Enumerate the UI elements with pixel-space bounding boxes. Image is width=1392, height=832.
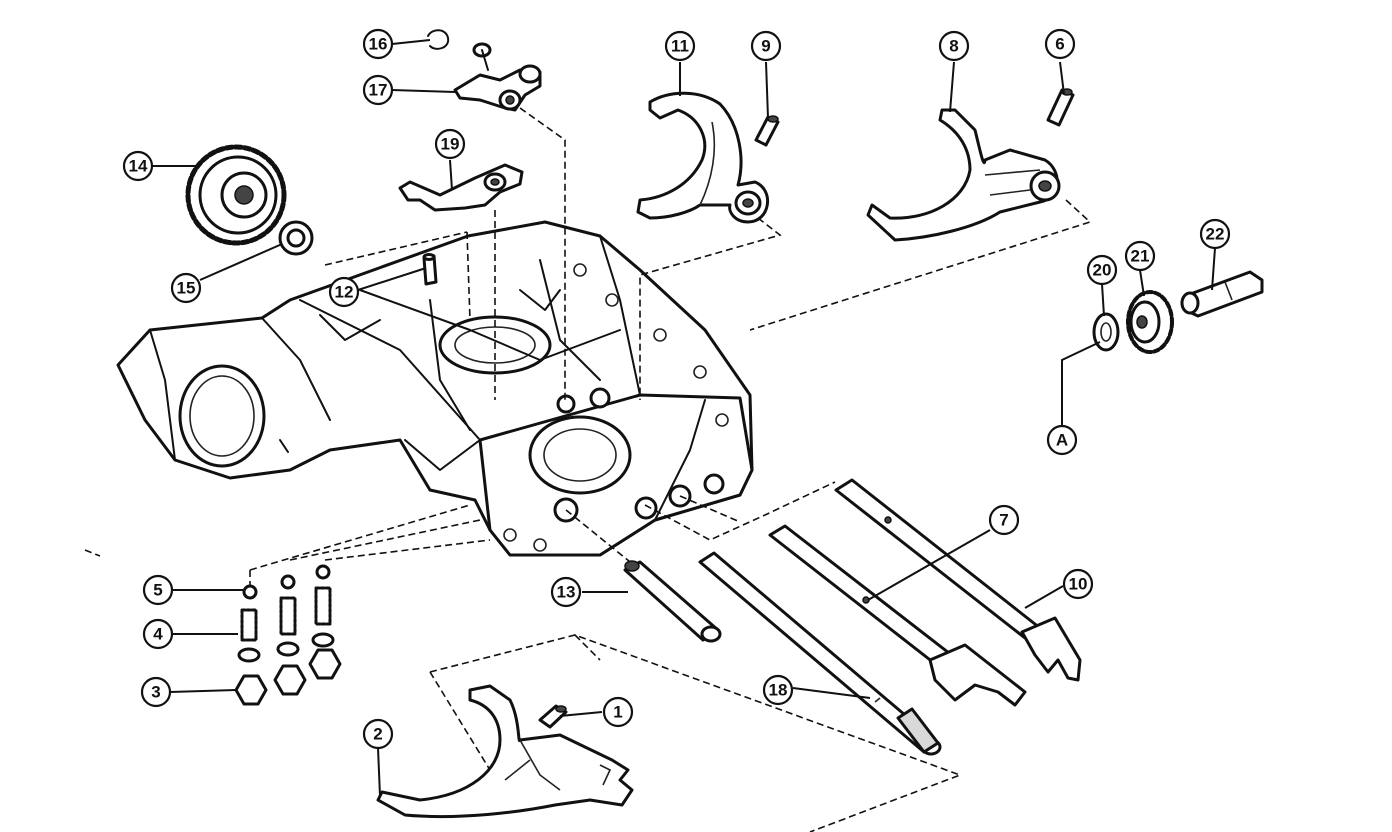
callout-leaders (152, 39, 1216, 797)
dowel-pin-12 (422, 253, 438, 286)
callout-21-label: 21 (1131, 247, 1150, 266)
callout-19-label: 19 (441, 135, 460, 154)
callout-20-label: 20 (1093, 261, 1112, 280)
callout-18-label: 18 (769, 681, 788, 700)
callout-22-label: 22 (1206, 225, 1225, 244)
callout-7: 7 (988, 504, 1020, 536)
shift-selector-17 (453, 42, 542, 112)
callout-15: 15 (170, 272, 202, 304)
shift-fork-2 (376, 684, 634, 819)
callout-20: 20 (1086, 254, 1118, 286)
callout-1: 1 (602, 696, 634, 728)
shift-rail-7 (768, 524, 1027, 707)
callout-10: 10 (1062, 568, 1094, 600)
callout-4: 4 (142, 618, 174, 650)
shift-fork-11 (636, 91, 770, 224)
roll-pin-1 (538, 704, 568, 729)
callout-3: 3 (140, 676, 172, 708)
shift-rail-13 (623, 560, 722, 643)
callout-19: 19 (434, 128, 466, 160)
washer-15 (278, 220, 314, 256)
callout-2-label: 2 (373, 725, 382, 744)
shift-rail-18 (698, 551, 942, 756)
retaining-clip-16 (427, 29, 450, 50)
callout-22: 22 (1199, 218, 1231, 250)
callout-5-label: 5 (153, 581, 162, 600)
callout-16: 16 (362, 28, 394, 60)
shaft-22 (1180, 270, 1264, 318)
callout-4-label: 4 (153, 625, 163, 644)
detent-ball-column-3 (308, 564, 342, 680)
callout-6-label: 6 (1055, 35, 1064, 54)
callout-14: 14 (122, 150, 154, 182)
callout-15-label: 15 (177, 279, 196, 298)
roll-pin-6 (1046, 88, 1075, 127)
callout-2: 2 (362, 718, 394, 750)
callout-10-label: 10 (1069, 575, 1088, 594)
callout-8-label: 8 (949, 37, 958, 56)
roll-pin-9 (754, 115, 780, 147)
shift-fork-8 (866, 108, 1061, 242)
callout-7-label: 7 (999, 511, 1008, 530)
callout-13: 13 (550, 576, 582, 608)
callout-21: 21 (1124, 240, 1156, 272)
callout-3-label: 3 (151, 683, 160, 702)
callout-11: 11 (664, 30, 696, 62)
callout-9-label: 9 (761, 37, 770, 56)
detent-ball-column-1 (234, 584, 268, 706)
callout-6: 6 (1044, 28, 1076, 60)
callout-9: 9 (750, 30, 782, 62)
circlip-20 (1092, 312, 1120, 352)
callout-A: A (1046, 424, 1078, 456)
callout-1-label: 1 (613, 703, 622, 722)
detent-ball-column-2 (273, 574, 307, 696)
callout-8: 8 (938, 30, 970, 62)
shift-lever-19 (398, 163, 524, 212)
callout-11-label: 11 (671, 37, 689, 56)
gear-14 (185, 144, 287, 246)
callout-17-label: 17 (369, 81, 388, 100)
callout-A-label: A (1056, 431, 1068, 450)
callout-16-label: 16 (369, 35, 388, 54)
callout-12: 12 (328, 276, 360, 308)
callout-17: 17 (362, 74, 394, 106)
callout-12-label: 12 (335, 283, 354, 302)
callout-14-label: 14 (129, 157, 148, 176)
gear-21 (1126, 290, 1174, 354)
callout-5: 5 (142, 574, 174, 606)
dashed-assembly-lines (84, 107, 1092, 832)
transmission-case (116, 220, 754, 557)
callout-13-label: 13 (557, 583, 576, 602)
callout-18: 18 (762, 674, 794, 706)
